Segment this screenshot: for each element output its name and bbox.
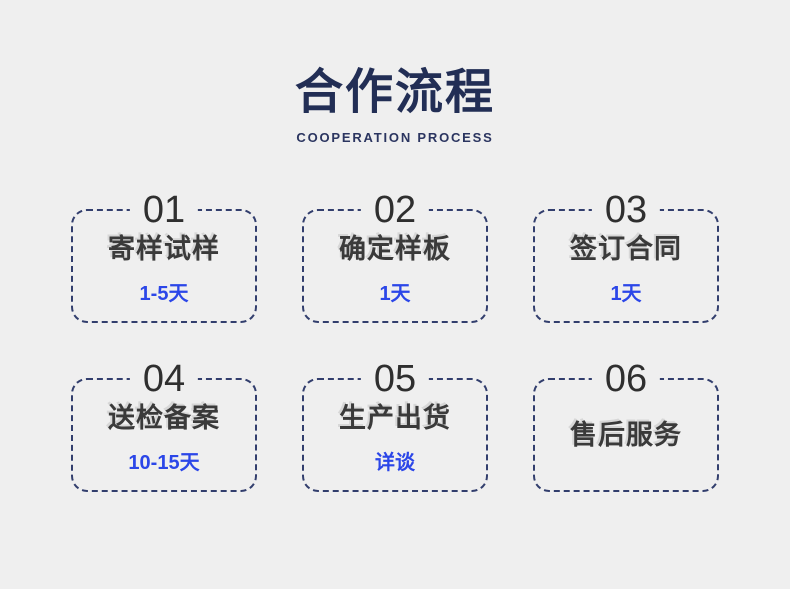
step-number: 04 — [129, 359, 199, 400]
step-card-2: 02 确定样板 1天 — [302, 190, 488, 324]
step-card-4: 04 送检备案 10-15天 — [71, 359, 257, 493]
step-card-1: 01 寄样试样 1-5天 — [71, 190, 257, 324]
step-title: 确定样板 — [339, 234, 451, 265]
step-title: 售后服务 — [570, 419, 682, 450]
step-duration: 1天 — [610, 283, 642, 306]
steps-grid: 01 寄样试样 1-5天 02 确定样板 1天 03 签订合同 1天 04 送检… — [0, 190, 790, 493]
step-number: 01 — [129, 190, 199, 231]
step-title: 寄样试样 — [108, 234, 220, 265]
step-number: 06 — [591, 359, 661, 400]
page-title: 合作流程 — [294, 66, 495, 119]
step-card-3: 03 签订合同 1天 — [533, 190, 719, 324]
page-header: 合作流程 COOPERATION PROCESS — [0, 66, 790, 146]
step-number: 05 — [360, 359, 430, 400]
step-card-6: 06 售后服务 — [533, 359, 719, 493]
step-card-5: 05 生产出货 详谈 — [302, 359, 488, 493]
step-title: 送检备案 — [108, 403, 220, 434]
step-title: 签订合同 — [570, 234, 682, 265]
step-duration: 1-5天 — [139, 283, 189, 306]
step-duration: 1天 — [379, 283, 411, 306]
page-subtitle: COOPERATION PROCESS — [296, 130, 494, 146]
step-duration: 详谈 — [375, 452, 415, 475]
step-duration: 10-15天 — [128, 452, 200, 475]
step-number: 02 — [360, 190, 430, 231]
step-number: 03 — [591, 190, 661, 231]
step-title: 生产出货 — [339, 403, 451, 434]
